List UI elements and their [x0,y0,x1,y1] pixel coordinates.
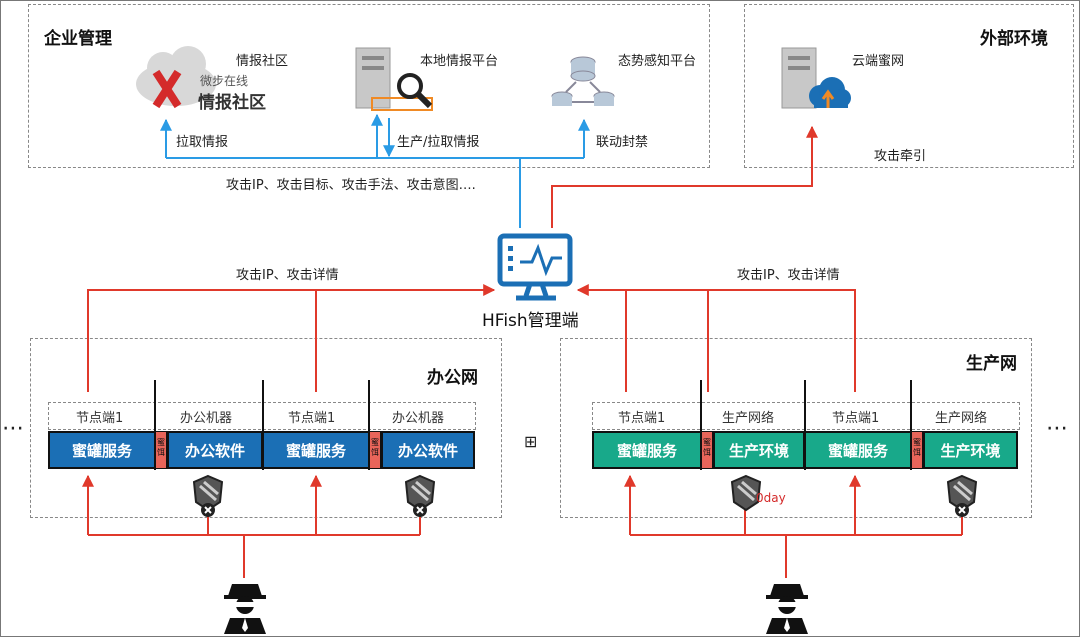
shield-blocked-icon [946,474,978,517]
cloud-honeynet-label: 云端蜜网 [852,54,905,69]
production-header-row [592,402,1020,430]
hacker-icon [224,584,266,634]
production-title: 生产网 [966,354,1017,374]
office-separator [262,380,264,470]
enterprise-zone [28,4,710,168]
left-detail-label: 攻击IP、攻击详情 [236,268,339,283]
produce-pull-label: 生产/拉取情报 [397,135,480,150]
manager-label: HFish管理端 [482,311,579,331]
cloud-server-icon [781,47,851,109]
right-detail-label: 攻击IP、攻击详情 [737,268,840,283]
attack-info-label: 攻击IP、攻击目标、攻击手法、攻击意图…. [226,178,476,193]
enterprise-title: 企业管理 [44,29,112,49]
shield-blocked-icon [192,474,224,517]
office-zone [30,338,502,518]
logo-big-text: 情报社区 [198,93,266,113]
monitor-icon [497,233,573,301]
right-ellipsis: ⋯ [1046,416,1068,441]
pull-intel-label: 拉取情报 [176,135,229,150]
production-zone [560,338,1032,518]
production-honeypot-service[interactable]: 蜜罐服务 [804,431,912,469]
shield-breached-icon [730,474,762,512]
expand-icon[interactable]: ⊞ [524,432,538,451]
office-node1-header: 节点端1 [76,411,124,426]
production-bait: 蜜饵 [701,431,713,469]
production-separator [700,380,702,470]
office-node2-header: 节点端1 [288,411,336,426]
database-network-icon [551,56,615,106]
office-software[interactable]: 办公软件 [381,431,475,469]
office-honeypot-service[interactable]: 蜜罐服务 [48,431,156,469]
server-search-icon [355,47,433,111]
production-net2-header: 生产网络 [935,411,988,426]
office-separator [368,380,370,470]
shield-blocked-icon [404,474,436,517]
external-title: 外部环境 [980,29,1048,49]
production-node1-header: 节点端1 [618,411,666,426]
production-environment[interactable]: 生产环境 [713,431,805,469]
production-net1-header: 生产网络 [722,411,775,426]
production-bait: 蜜饵 [911,431,923,469]
office-software[interactable]: 办公软件 [167,431,263,469]
office-machine2-header: 办公机器 [392,411,445,426]
local-platform-label: 本地情报平台 [420,54,499,69]
office-bait: 蜜饵 [369,431,381,469]
production-honeypot-service[interactable]: 蜜罐服务 [592,431,702,469]
hacker-icon [766,584,808,634]
production-separator [910,380,912,470]
office-machine1-header: 办公机器 [180,411,233,426]
linkage-block-label: 联动封禁 [596,135,649,150]
external-zone [744,4,1074,168]
zero-day-label: 0day [756,491,786,505]
intel-community-label: 情报社区 [236,54,289,69]
office-separator [154,380,156,470]
office-honeypot-service[interactable]: 蜜罐服务 [262,431,370,469]
production-environment[interactable]: 生产环境 [923,431,1018,469]
situation-platform-label: 态势感知平台 [618,54,697,69]
office-bait: 蜜饵 [155,431,167,469]
production-separator [804,380,806,470]
attack-redirect-label: 攻击牵引 [874,149,927,164]
cloud-logo-icon [136,46,216,109]
left-ellipsis: ⋯ [2,416,24,441]
logo-small-text: 微步在线 [200,74,249,88]
office-title: 办公网 [427,368,478,388]
production-node2-header: 节点端1 [832,411,880,426]
